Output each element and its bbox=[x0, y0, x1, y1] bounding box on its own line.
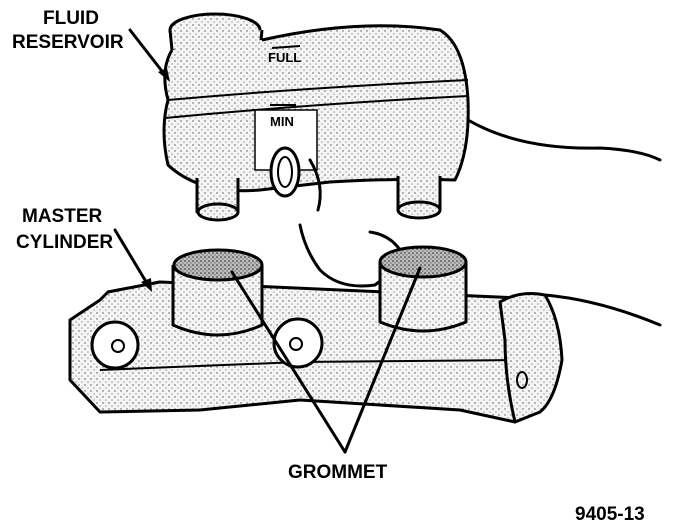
leader-master-cylinder bbox=[113, 228, 150, 287]
figure-id: 9405-13 bbox=[575, 504, 645, 525]
cylinder-mount-left-hole bbox=[111, 339, 125, 353]
arrow-fluid-reservoir bbox=[158, 68, 170, 82]
reservoir-band-bottom bbox=[164, 95, 469, 119]
cylinder-mount-right-hole bbox=[289, 337, 303, 351]
master-cylinder bbox=[68, 245, 662, 424]
grommet-left bbox=[172, 248, 264, 282]
fluid-reservoir bbox=[162, 12, 662, 222]
label-cylinder: CYLINDER bbox=[16, 232, 113, 253]
reservoir-outlet-right-end bbox=[396, 200, 442, 220]
label-reservoir: RESERVOIR bbox=[12, 32, 124, 53]
label-full: FULL bbox=[268, 50, 301, 65]
cylinder-end-flange bbox=[498, 292, 564, 424]
label-master: MASTER bbox=[22, 206, 103, 227]
cylinder-brake-line bbox=[543, 293, 662, 327]
cylinder-mount-right bbox=[272, 317, 324, 369]
reservoir-center-port-inner bbox=[277, 156, 293, 188]
leader-grommet-left bbox=[230, 270, 347, 454]
label-min: MIN bbox=[270, 114, 294, 129]
arrow-master-cylinder bbox=[141, 278, 152, 292]
cylinder-end-hole bbox=[516, 371, 528, 389]
label-fluid: FLUID bbox=[43, 8, 99, 29]
reservoir-hose bbox=[466, 118, 662, 162]
leader-fluid-reservoir bbox=[128, 28, 167, 77]
reservoir-outlet-left-end bbox=[196, 202, 240, 222]
label-grommet: GROMMET bbox=[288, 462, 388, 483]
grommet-right bbox=[378, 245, 468, 279]
full-mark bbox=[271, 45, 301, 49]
cylinder-mount-left bbox=[90, 320, 140, 370]
reservoir-center-port bbox=[269, 146, 301, 198]
reservoir-band-top bbox=[167, 79, 469, 101]
mounting-bracket bbox=[298, 223, 402, 288]
reservoir-strut bbox=[308, 158, 322, 212]
leader-grommet-right bbox=[343, 266, 422, 454]
